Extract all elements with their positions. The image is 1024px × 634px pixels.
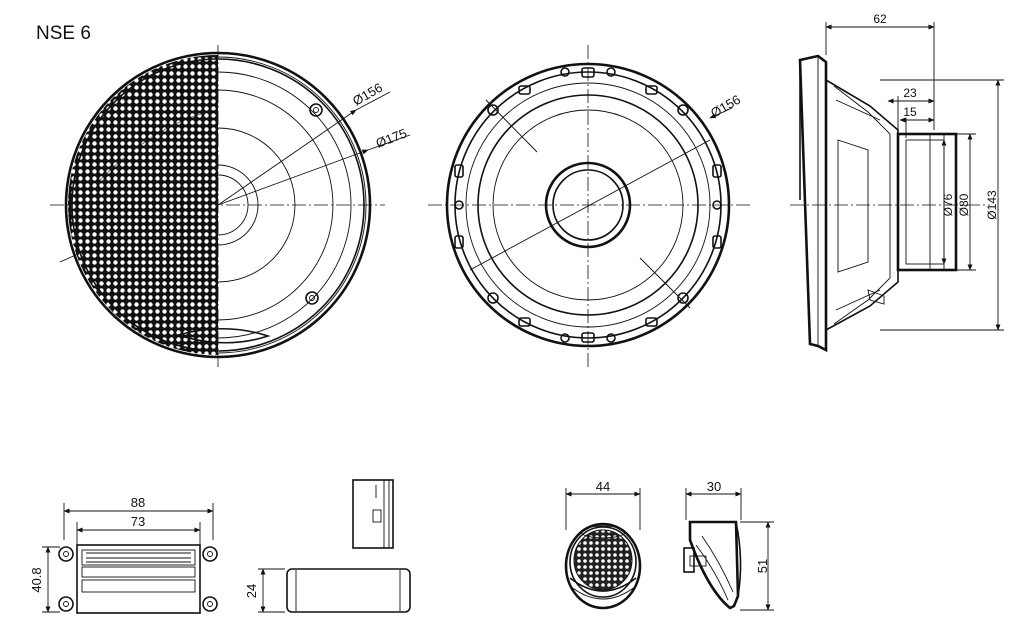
tweeter-side-view: 30 51 bbox=[683, 479, 774, 611]
crossover-top-view: 88 73 40.8 bbox=[29, 495, 218, 614]
woofer-front-view: Ø156 bbox=[428, 45, 750, 370]
dim-diameter-175: Ø175 bbox=[374, 125, 409, 150]
dim-tweeter-44: 44 bbox=[596, 479, 610, 494]
dim-crossover-40-8: 40.8 bbox=[29, 567, 44, 592]
dim-diameter-143: Ø143 bbox=[985, 190, 999, 220]
woofer-grille-view: Ø156 Ø175 bbox=[50, 45, 411, 370]
dim-depth-62: 62 bbox=[873, 12, 887, 26]
crossover-side-view: 24 bbox=[244, 568, 411, 613]
woofer-side-view: 62 23 15 Ø76 Ø80 Ø143 bbox=[790, 12, 1004, 353]
dim-crossover-73: 73 bbox=[131, 514, 145, 529]
dim-diameter-76: Ø76 bbox=[941, 193, 955, 216]
dim-crossover-24: 24 bbox=[244, 584, 259, 598]
dim-magnet-23: 23 bbox=[903, 86, 917, 100]
crossover-end-view bbox=[352, 479, 394, 549]
dim-tweeter-30: 30 bbox=[707, 479, 721, 494]
tweeter-front-view: 44 bbox=[564, 479, 642, 610]
dim-crossover-88: 88 bbox=[131, 495, 145, 510]
dim-tweeter-51: 51 bbox=[755, 559, 770, 573]
dim-diameter-156-front: Ø156 bbox=[708, 92, 743, 121]
dim-step-15: 15 bbox=[903, 105, 917, 119]
model-title: NSE 6 bbox=[36, 23, 91, 44]
dim-diameter-80: Ø80 bbox=[957, 193, 971, 216]
